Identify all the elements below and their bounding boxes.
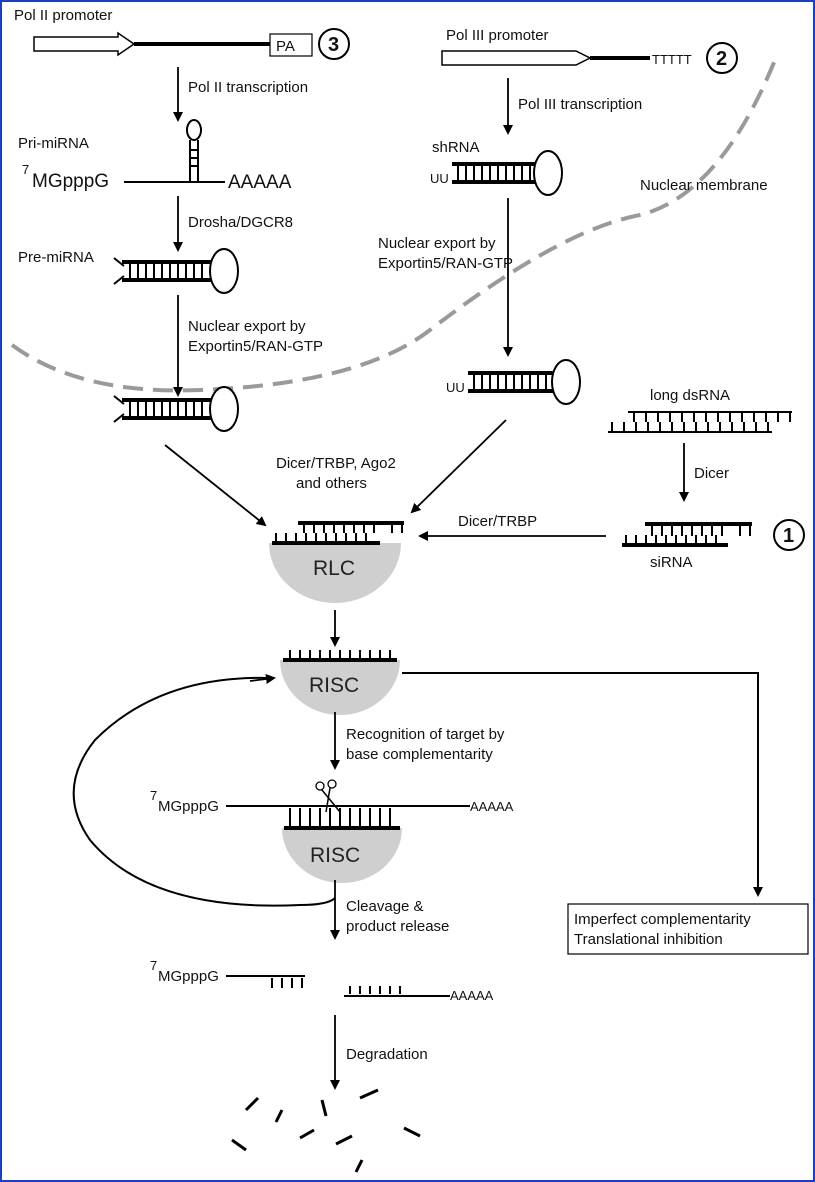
pol2-gene-construct: PA — [33, 31, 313, 57]
shrna-label: shRNA — [432, 139, 480, 156]
svg-text:7: 7 — [150, 958, 157, 973]
drosha-label: Drosha/DGCR8 — [188, 214, 293, 231]
pre-mirna-hairpin — [113, 248, 239, 294]
degraded-fragments — [231, 1088, 421, 1173]
risc-recycling-loop — [72, 676, 336, 907]
connector-risc-to-inhibition — [402, 672, 759, 888]
nuclear-membrane-label: Nuclear membrane — [640, 177, 768, 194]
nuclear-membrane-line — [10, 59, 777, 393]
pol2-transcription-label: Pol II transcription — [188, 79, 308, 96]
nuclear-export-label-1a: Nuclear export by — [188, 318, 306, 335]
shrna-hairpin-cytoplasm: UU — [446, 359, 581, 405]
pa-label: PA — [276, 38, 295, 55]
risc-complex: RISC — [280, 650, 400, 715]
arrow-recycle-to-risc — [249, 674, 276, 684]
recognition-label-a: Recognition of target by — [346, 726, 505, 743]
product-polya-label: AAAAA — [450, 988, 494, 1003]
pathway-3-number: 3 — [328, 34, 339, 56]
dicer-trbp-label: Dicer/TRBP — [458, 513, 537, 530]
dicer-trbp-ago2-label-a: Dicer/TRBP, Ago2 — [276, 455, 396, 472]
svg-text:7: 7 — [150, 788, 157, 803]
dicer-label: Dicer — [694, 465, 729, 482]
cleavage-label-a: Cleavage & — [346, 898, 424, 915]
dicer-trbp-ago2-label-b: and others — [296, 475, 367, 492]
degradation-label: Degradation — [346, 1046, 428, 1063]
arrow-premirna-to-rlc — [164, 444, 267, 527]
pathway-1-number: 1 — [783, 525, 794, 547]
cleavage-label-b: product release — [346, 918, 449, 935]
pre-mirna-cytoplasm — [113, 386, 239, 432]
translational-inhibition-label: Translational inhibition — [574, 931, 723, 948]
polyt-label: TTTTT — [652, 52, 692, 67]
target-mrna-risc: 7 MGpppG AAAAA RISC — [150, 788, 514, 883]
product-cap-label: MGpppG — [158, 968, 219, 985]
nuclear-export-label-2b: Exportin5/RAN-GTP — [378, 255, 513, 272]
long-dsrna — [608, 411, 792, 433]
pol3-promoter-label: Pol III promoter — [446, 27, 549, 44]
cleavage-products: 7 MGpppG AAAAA — [150, 958, 494, 1003]
rlc-complex: RLC — [269, 521, 404, 603]
pathway-1-badge — [773, 519, 805, 551]
pol2-promoter-label: Pol II promoter — [14, 7, 112, 24]
scissors-icon — [315, 779, 341, 813]
pri-mirna-cap: MGpppG — [32, 171, 109, 192]
pri-mirna-label: Pri-miRNA — [18, 135, 89, 152]
pol3-transcription-label: Pol III transcription — [518, 96, 642, 113]
shrna-hairpin-nuclear: UU — [430, 150, 563, 196]
nuclear-export-label-2a: Nuclear export by — [378, 235, 496, 252]
svg-text:UU: UU — [430, 171, 449, 186]
imperfect-complementarity-label: Imperfect complementarity — [574, 911, 751, 928]
nuclear-export-label-1b: Exportin5/RAN-GTP — [188, 338, 323, 355]
rlc-label: RLC — [313, 557, 355, 580]
pathway-2-number: 2 — [716, 48, 727, 70]
pol3-gene-construct: TTTTT — [441, 50, 692, 67]
recognition-label-b: base complementarity — [346, 746, 493, 763]
sirna-label: siRNA — [650, 554, 693, 571]
sirna-duplex — [622, 522, 752, 547]
pri-mirna-structure: 7 MGpppG AAAAA — [22, 119, 292, 193]
arrow-shrna-to-rlc — [410, 419, 507, 514]
target-polya-label: AAAAA — [470, 799, 514, 814]
svg-text:7: 7 — [22, 162, 29, 177]
risc-label: RISC — [309, 674, 359, 697]
risc-target-label: RISC — [310, 844, 360, 867]
target-cap-label: MGpppG — [158, 798, 219, 815]
long-dsrna-label: long dsRNA — [650, 387, 730, 404]
pathway-3-badge — [318, 28, 350, 60]
inhibition-box — [567, 903, 809, 955]
svg-text:UU: UU — [446, 380, 465, 395]
pri-mirna-polya: AAAAA — [228, 172, 292, 193]
pathway-2-badge — [706, 42, 738, 74]
pre-mirna-label: Pre-miRNA — [18, 249, 94, 266]
